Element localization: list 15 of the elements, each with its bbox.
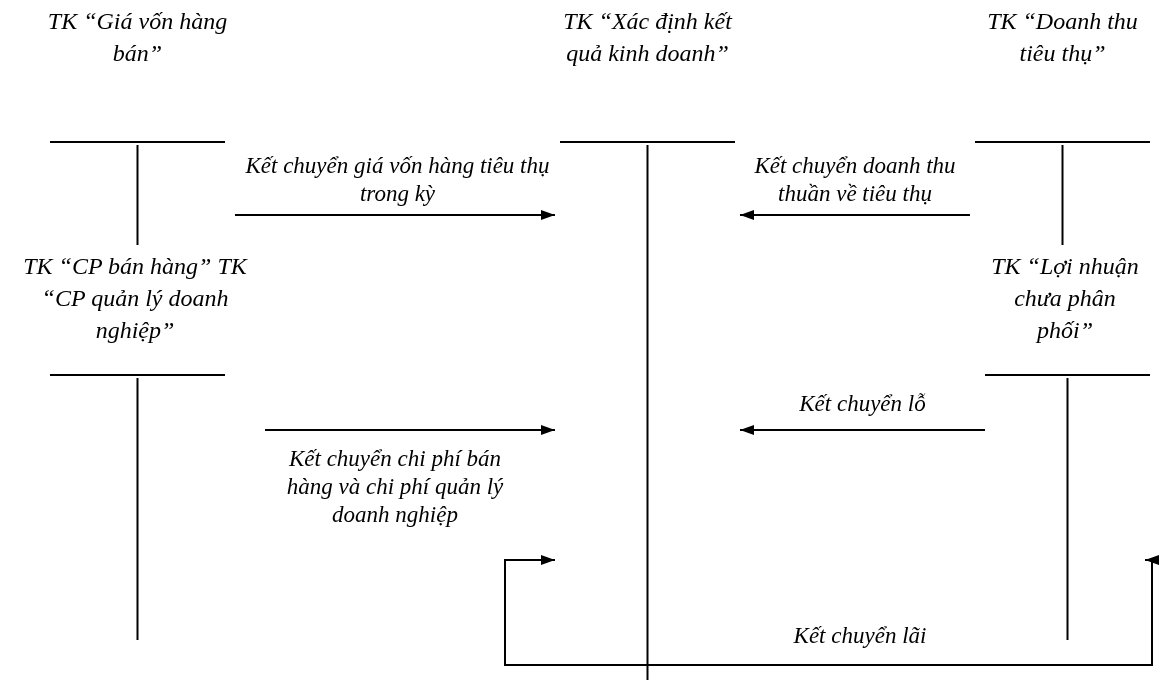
account-title: TK “Doanh thu tiêu thụ”	[986, 7, 1139, 68]
arrow	[739, 425, 986, 435]
account-title: TK “Lợi nhuận chưa phân phối”	[990, 252, 1140, 345]
edge-label: Kết chuyển lãi	[792, 622, 928, 650]
edge-label: Kết chuyển doanh thu thuần về tiêu thụ	[753, 152, 957, 208]
edge-label: Kết chuyển chi phí bán hàng và chi phí quản lý doanh nghiệp	[285, 445, 505, 529]
edge-label: Kết chuyển lỗ	[798, 390, 927, 418]
account-title: TK “Giá vốn hàng bán”	[46, 7, 229, 68]
edge-label: Kết chuyển giá vốn hàng tiêu thụ trong kỳ	[245, 152, 550, 208]
arrow	[504, 555, 1159, 666]
arrow	[234, 210, 556, 220]
account-title: TK “Xác định kết quả kinh doanh”	[562, 7, 734, 68]
arrow	[264, 425, 556, 435]
arrow	[739, 210, 971, 220]
account-title: TK “CP bán hàng” TK “CP quản lý doanh nghiệp”	[22, 252, 249, 345]
